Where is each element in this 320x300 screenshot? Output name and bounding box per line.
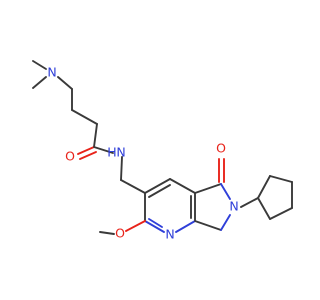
- bond-methyl-lower: [32, 76, 47, 89]
- bond-carbonyl-lower: [79, 151, 97, 160]
- ring-bond-1-inner: [148, 184, 171, 198]
- bond-chain-2: [71, 109, 98, 125]
- ring-bond-4: [175, 220, 196, 233]
- bond-chain-3: [93, 123, 98, 148]
- atom-h-amide: H: [107, 145, 116, 160]
- atom-n-amide: N: [116, 145, 125, 160]
- bond-n-chain: [57, 76, 73, 90]
- cyclopentyl-bond-2: [269, 175, 293, 183]
- methoxy-group: [99, 220, 146, 235]
- atom-o-lactam: O: [216, 141, 226, 156]
- diagram-background: [0, 0, 300, 300]
- lactam-ring: [194, 158, 231, 231]
- bond-amide-n: [93, 146, 114, 154]
- lactam-bond-4: [220, 214, 231, 231]
- cyclopentyl-bond-5: [257, 197, 271, 220]
- bond-methyl-upper: [32, 60, 47, 70]
- atom-o-methoxy: O: [115, 226, 125, 241]
- atom-labels: N O N H O N O N: [47, 65, 238, 242]
- bond-nh-ch2: [120, 156, 123, 181]
- atom-o-amide: O: [65, 149, 75, 164]
- butanamide-chain: [71, 88, 114, 160]
- atom-n-lactam: N: [229, 199, 238, 214]
- linker-group: [120, 156, 146, 194]
- atom-n-dimethylamino: N: [47, 65, 56, 80]
- bond-ring-o: [125, 220, 146, 232]
- dimethylamino-group: [32, 60, 73, 90]
- ring-bond-5: [144, 220, 165, 233]
- lactam-bond-3: [220, 183, 231, 200]
- pyridine-ring: [144, 178, 196, 233]
- bond-carbonyl-upper: [77, 146, 95, 155]
- bond-n-cyclopentyl: [240, 197, 259, 208]
- ring-bond-5-inner: [148, 218, 163, 228]
- molecule-structure-diagram: N O N H O N O N: [0, 0, 300, 300]
- cyclopentyl-bond-1: [257, 175, 271, 199]
- bond-ch2-ring: [120, 179, 146, 194]
- ring-bond-2: [169, 178, 196, 194]
- cyclopentyl-bond-4: [269, 207, 293, 220]
- lactam-bond-1: [194, 183, 222, 194]
- bond-o-methyl: [99, 231, 115, 235]
- lactam-bond-2: [194, 220, 222, 231]
- cyclopentyl-group: [240, 175, 293, 220]
- ring-bond-1: [144, 178, 171, 194]
- atom-n-pyridine: N: [165, 227, 174, 242]
